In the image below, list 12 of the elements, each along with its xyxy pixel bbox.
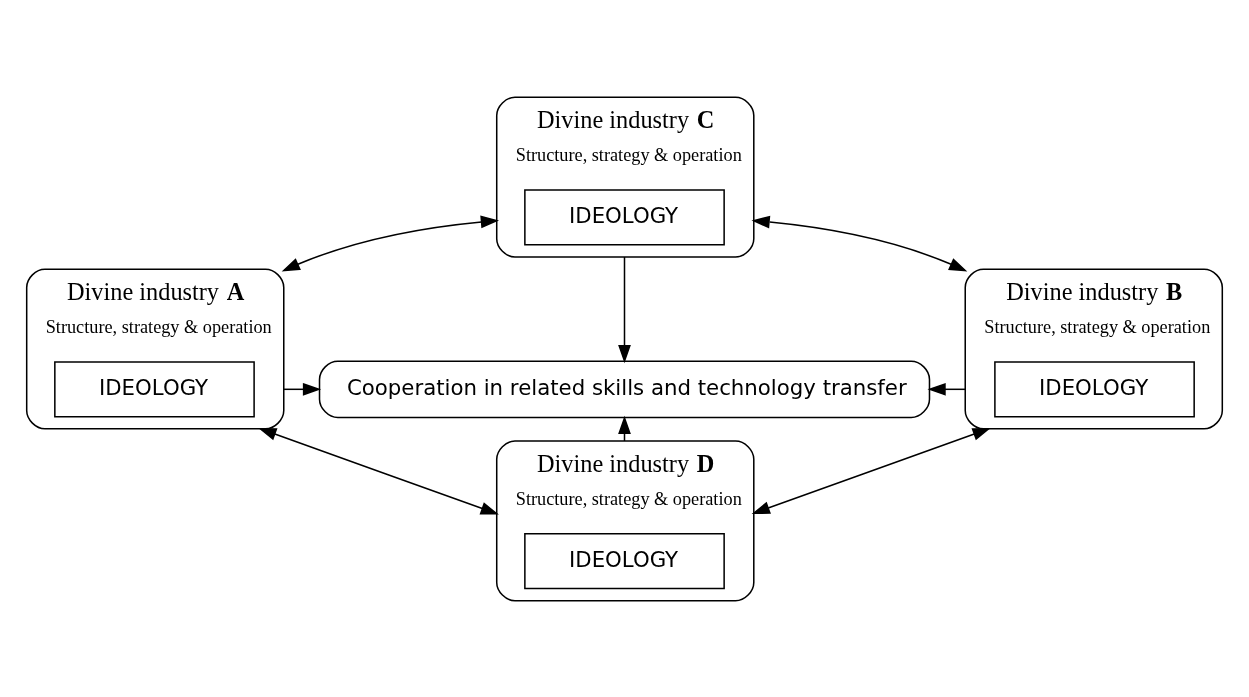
arrow [283, 382, 322, 396]
node-box: IDEOLOGY [524, 188, 725, 246]
arrow [927, 382, 966, 396]
arrow [258, 427, 499, 515]
node-box: IDEOLOGY [524, 532, 725, 589]
node-box: IDEOLOGY [54, 360, 255, 417]
node-box: Cooperation in related skills and technology transfer [318, 359, 931, 418]
arrow [751, 215, 968, 272]
arrow [281, 215, 500, 272]
arrow [751, 427, 991, 514]
arrow [618, 255, 631, 363]
node-box: IDEOLOGY [994, 360, 1195, 417]
